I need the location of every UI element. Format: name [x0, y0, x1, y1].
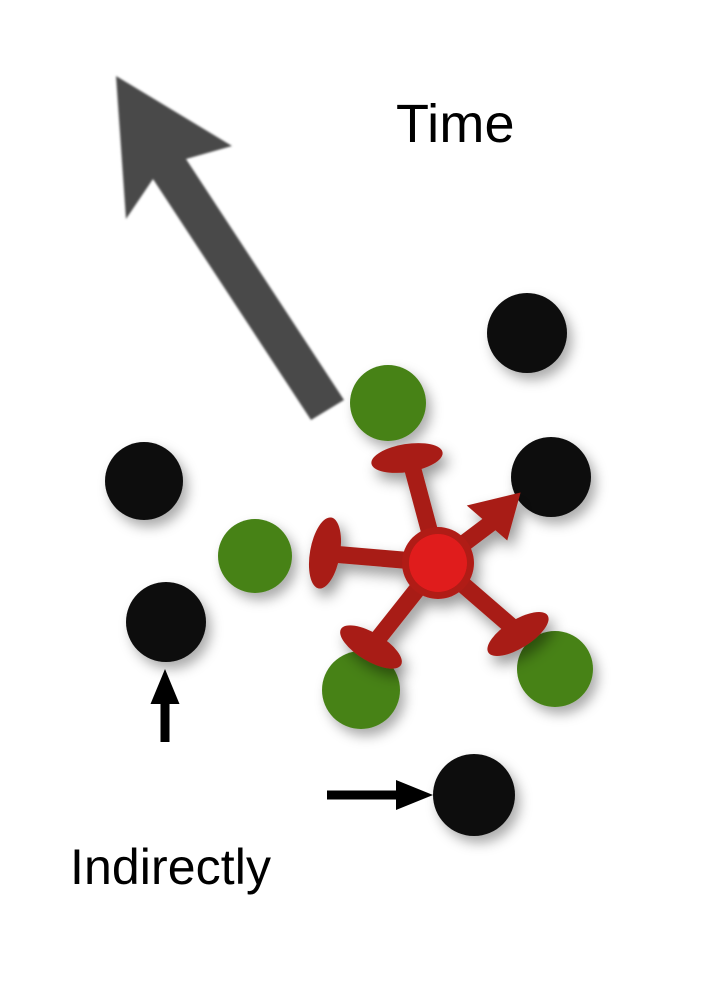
pathogen-cap-downright	[487, 611, 549, 657]
time-arrow-icon	[116, 76, 344, 420]
time-label: Time	[396, 94, 515, 154]
indirectly-protected-up-arrow-icon	[150, 669, 180, 742]
susceptible-circle-bottom	[433, 754, 515, 836]
pathogen-icon	[308, 443, 549, 669]
pathogen-body	[409, 534, 467, 592]
immune-circle-top	[350, 365, 426, 441]
callout-arrow-group	[150, 669, 433, 810]
pathogen-cap-up	[371, 443, 443, 473]
immune-circle-bottom-right	[517, 631, 593, 707]
susceptible-circle-left-lower	[126, 582, 206, 662]
pathogen-cap-left	[308, 517, 342, 589]
immune-circle-bottom-left	[322, 651, 400, 729]
pathogen-cap-downleft	[340, 625, 402, 669]
susceptible-circle-right	[511, 437, 591, 517]
pathogen-spike-caps	[308, 443, 549, 669]
susceptible-individual-group	[105, 293, 591, 836]
indirectly-protected-label-line-1: Indirectly	[70, 839, 272, 895]
indirectly-protected-label: Indirectly protected	[70, 740, 287, 986]
susceptible-circle-top-right	[487, 293, 567, 373]
immune-circle-left	[218, 519, 292, 593]
indirectly-protected-right-arrow-icon	[327, 780, 433, 810]
immune-individual-group	[218, 365, 593, 729]
pathogen-arrowhead-icon	[466, 492, 521, 541]
susceptible-circle-left-upper	[105, 442, 183, 520]
